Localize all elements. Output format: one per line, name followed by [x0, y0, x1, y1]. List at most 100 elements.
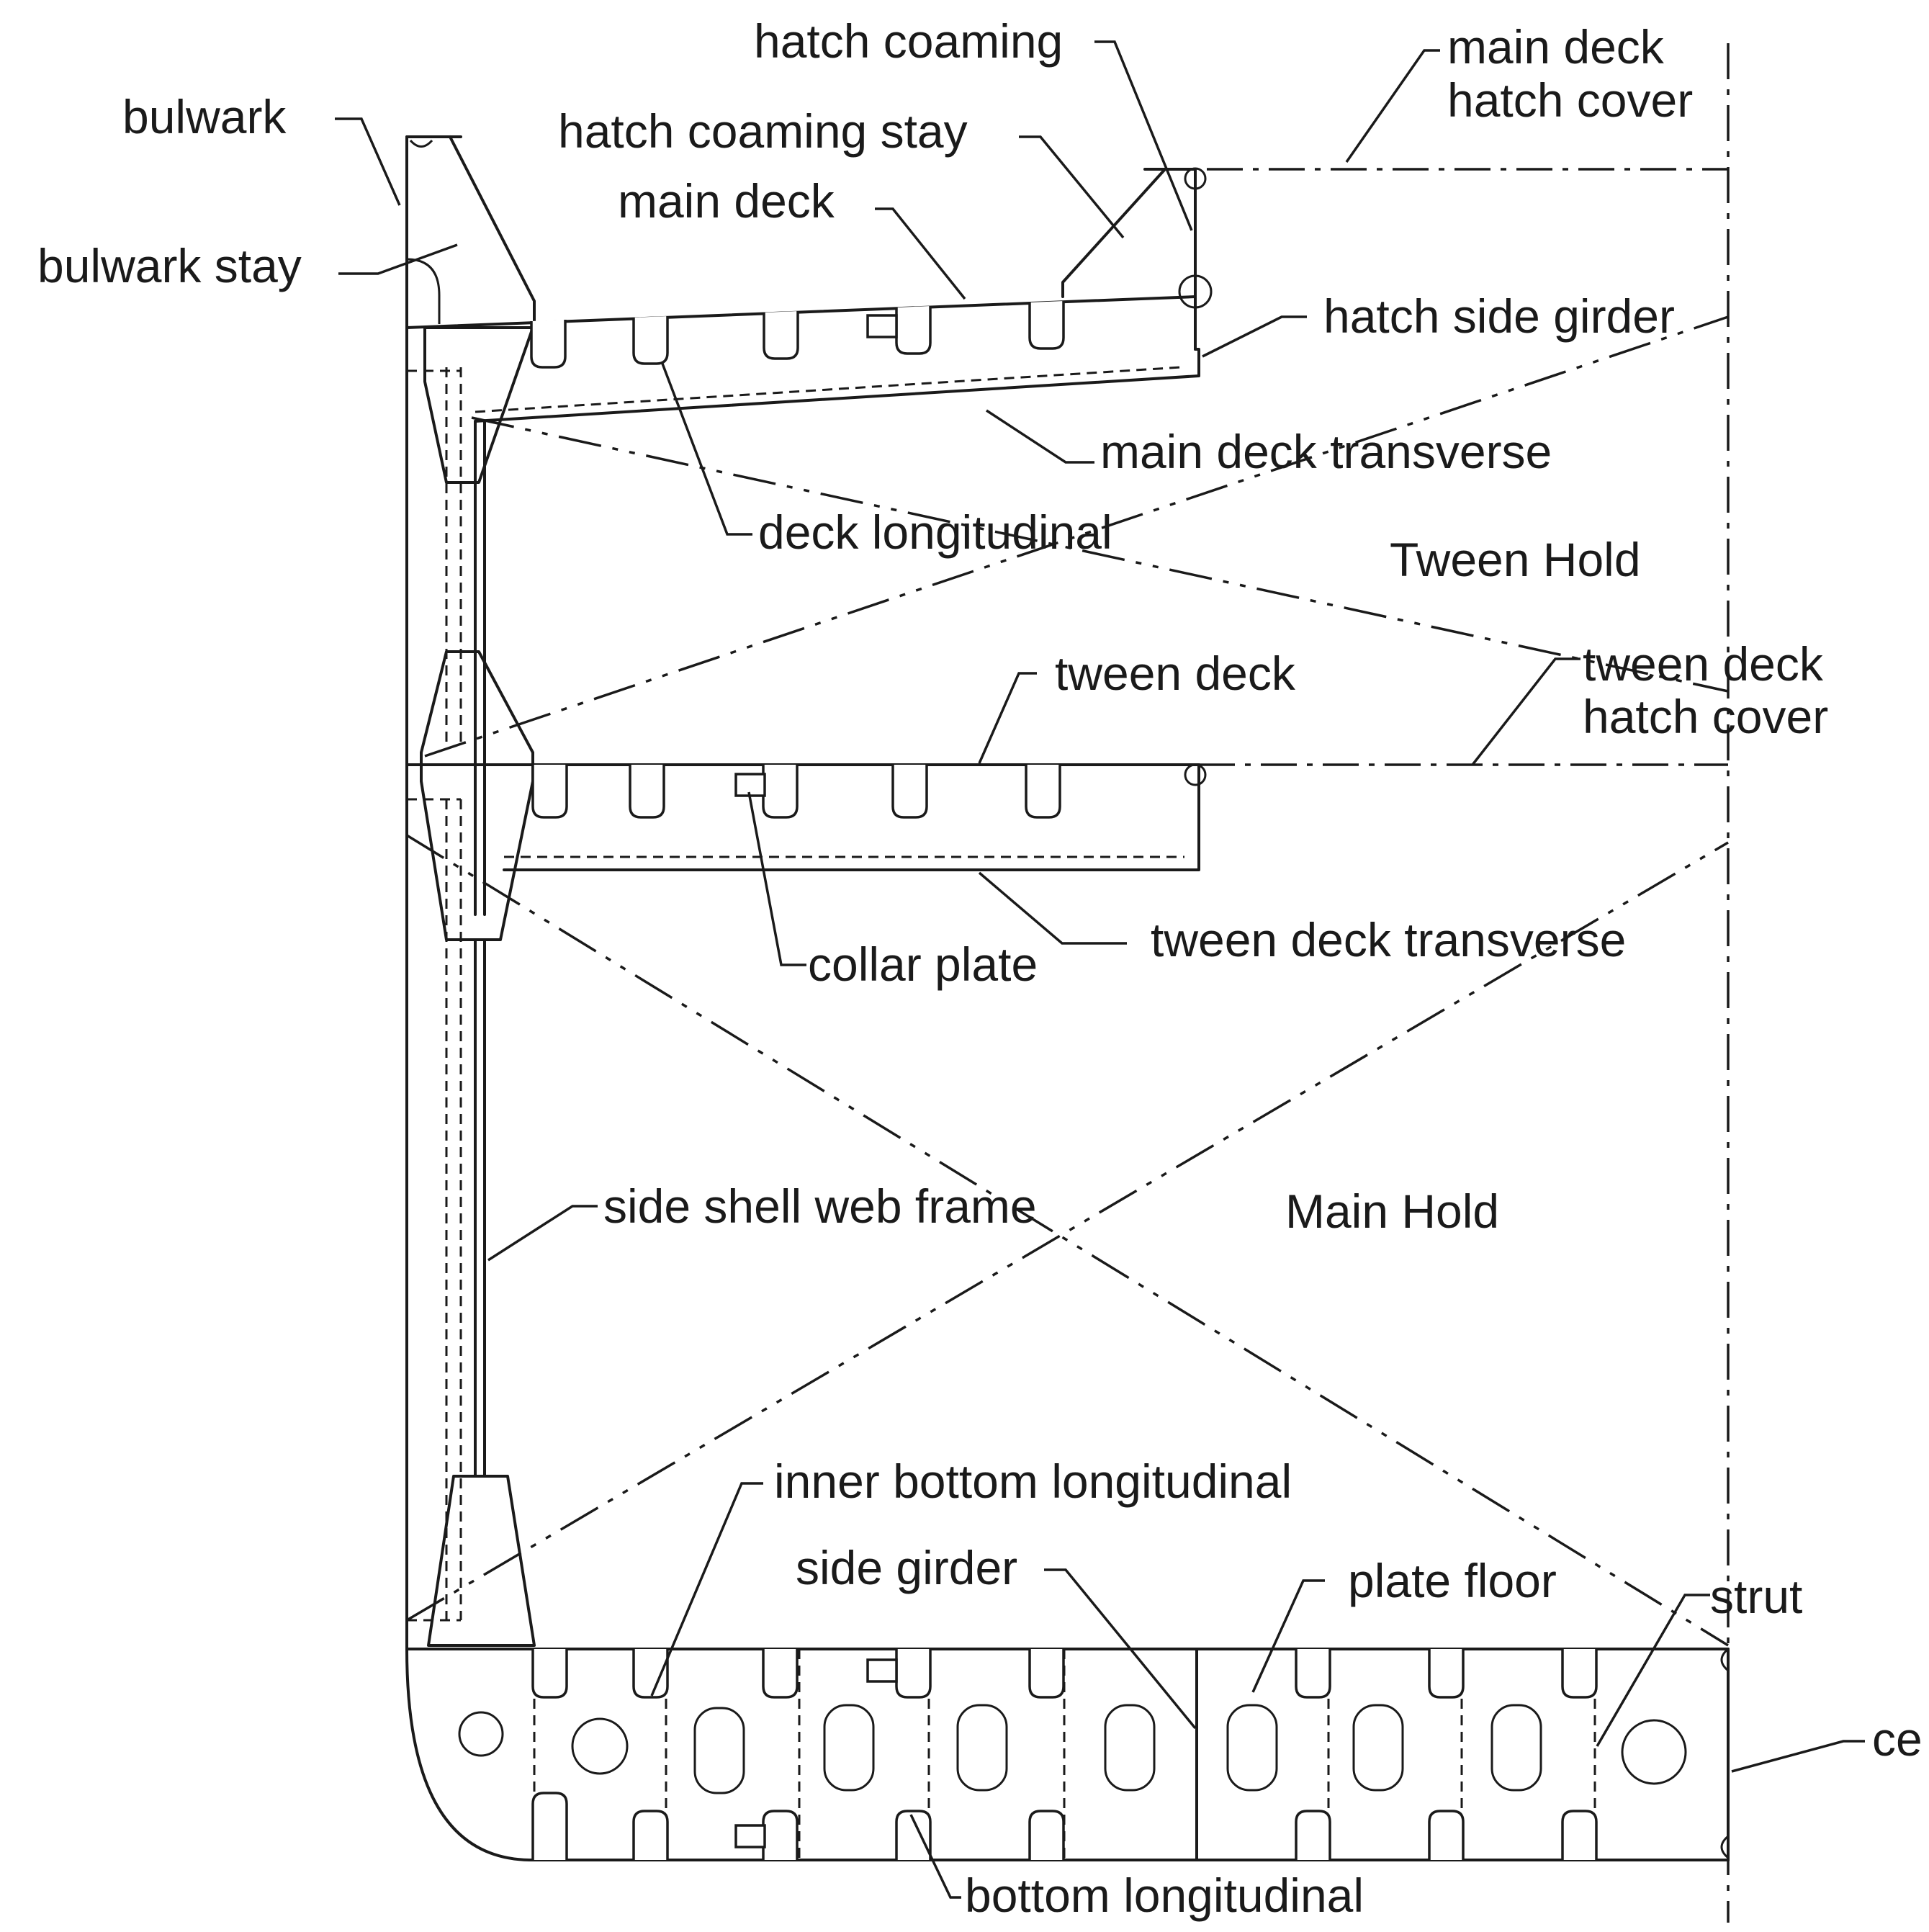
bottom-longitudinal	[1295, 1810, 1331, 1860]
label-side-girder: side girder	[796, 1541, 1017, 1594]
leader-bottom-longitudinal	[909, 1814, 961, 1899]
leader-side-girder	[1044, 1568, 1197, 1730]
bottom-longitudinal	[1561, 1810, 1598, 1860]
leader-hatch-coaming-stay	[1019, 135, 1125, 239]
bottom-longitudinal	[895, 1810, 932, 1860]
label-main-deck-transverse: main deck transverse	[1100, 425, 1552, 478]
bottom-longitudinal	[762, 1810, 799, 1860]
lightening-hole	[1226, 1704, 1278, 1792]
leader-tween-deck	[978, 672, 1037, 764]
label-deck-longitudinal: deck longitudinal	[758, 506, 1112, 559]
tween-deck-longitudinal	[891, 765, 928, 819]
leader-main-deck-transverse	[986, 409, 1094, 464]
leader-main-deck	[875, 207, 966, 300]
inner-bottom-longitudinal	[1295, 1649, 1331, 1699]
leader-strut	[1596, 1594, 1710, 1747]
bottom-longitudinal	[531, 1792, 568, 1860]
tween-upper-bracket	[420, 650, 534, 766]
main-deck-longitudinal	[763, 311, 799, 360]
inner-bottom-longitudinal	[1028, 1649, 1065, 1699]
label-inner-bottom-longitudinal: inner bottom longitudinal	[774, 1455, 1292, 1508]
bulwark-stay-outline	[449, 135, 536, 324]
leader-lines	[335, 40, 1865, 1899]
leader-tween-deck-hatch-cover	[1471, 657, 1580, 766]
tween-deck-longitudinal	[629, 765, 665, 819]
main-deck-transverse-flange	[474, 348, 1200, 423]
label-strut: strut	[1710, 1570, 1802, 1623]
main-deck-collar-plate	[866, 314, 898, 338]
lightening-hole	[1352, 1704, 1404, 1792]
main-deck-longitudinal	[895, 306, 932, 355]
phantom-diagonals	[406, 315, 1729, 1647]
bottom-longitudinal	[1428, 1810, 1465, 1860]
side-shell	[405, 135, 1730, 1861]
hatch-coaming-stay-outline	[1061, 168, 1166, 298]
leader-bulwark-stay	[338, 243, 458, 275]
lightening-hole	[1621, 1719, 1687, 1785]
main-deck-plate	[405, 295, 1197, 329]
label-tween-deck-hatch-cover-2: hatch cover	[1583, 690, 1828, 743]
label-main-deck: main deck	[618, 174, 835, 228]
label-hatch-coaming-stay: hatch coaming stay	[558, 104, 968, 158]
main-deck-longitudinal	[530, 320, 567, 369]
inner-bottom-longitudinal	[762, 1649, 799, 1699]
double-bottom	[458, 1648, 1729, 1860]
lightening-hole	[1490, 1704, 1542, 1792]
label-plate-floor: plate floor	[1348, 1554, 1557, 1607]
labels: hatch coaming main deck hatch cover bulw…	[37, 14, 1923, 1922]
tween-deck-longitudinal	[762, 765, 799, 819]
bulwark-top-scallop	[409, 139, 433, 148]
tween-deck-longitudinal	[531, 765, 568, 819]
leader-main-deck-hatch-cover	[1345, 49, 1440, 163]
bottom-longitudinal	[1028, 1810, 1065, 1860]
lightening-hole	[823, 1704, 875, 1792]
label-main-deck-hatch-cover-1: main deck	[1447, 20, 1665, 73]
label-tween-deck-transverse: tween deck transverse	[1151, 913, 1626, 966]
label-hatch-side-girder: hatch side girder	[1323, 289, 1675, 343]
lightening-hole	[1104, 1704, 1156, 1792]
tween-hold-diagonal-2	[424, 315, 1729, 758]
bottom-collar-plate	[734, 1824, 766, 1848]
leader-collar-plate	[747, 791, 806, 966]
leader-tween-deck-transverse	[978, 871, 1127, 945]
label-main-deck-hatch-cover-2: hatch cover	[1447, 73, 1693, 127]
label-tween-deck-hatch-cover-1: tween deck	[1583, 637, 1824, 691]
lightening-hole	[956, 1704, 1008, 1792]
centre-girder-scallop-top	[1720, 1648, 1729, 1672]
upper-knee-bracket	[423, 326, 534, 484]
leader-inner-bottom-longitudinal	[650, 1482, 763, 1697]
label-bulwark-stay: bulwark stay	[37, 239, 302, 292]
inner-bottom-longitudinal	[1428, 1649, 1465, 1699]
bilge-bracket	[427, 1475, 536, 1647]
main-deck-transverse-inner	[475, 366, 1182, 413]
leader-side-shell-web-frame	[487, 1205, 598, 1262]
label-bottom-longitudinal: bottom longitudinal	[965, 1869, 1364, 1922]
label-main-hold: Main Hold	[1285, 1185, 1499, 1238]
inner-bottom-longitudinal	[895, 1649, 932, 1699]
leader-plate-floor	[1251, 1579, 1325, 1693]
coaming-scallop-mid	[1178, 274, 1213, 309]
bottom-longitudinal	[632, 1810, 669, 1860]
inner-bottom-collar-plate	[866, 1658, 898, 1683]
leader-hatch-side-girder	[1202, 315, 1307, 358]
centre-line-and-covers	[1145, 43, 1730, 1923]
label-tween-deck: tween deck	[1055, 647, 1296, 700]
main-hold-diagonal-2	[406, 841, 1729, 1622]
lightening-hole	[458, 1711, 504, 1757]
inner-bottom-longitudinal	[531, 1649, 568, 1699]
label-bulwark: bulwark	[122, 90, 287, 143]
inner-bottom-longitudinal	[1561, 1649, 1598, 1699]
tween-coaming-scallop	[1184, 763, 1207, 786]
tween-deck-collar-plate	[734, 773, 766, 797]
label-side-shell-web-frame: side shell web frame	[603, 1180, 1037, 1233]
leader-hatch-coaming	[1094, 40, 1193, 231]
main-hold-diagonal-1	[406, 834, 1729, 1647]
lightening-hole	[571, 1717, 629, 1775]
lightening-hole	[693, 1707, 745, 1794]
leader-bulwark	[335, 117, 401, 206]
leader-centre-girder	[1731, 1740, 1865, 1773]
leader-deck-longitudinal	[661, 363, 752, 536]
tween-lower-bracket	[420, 763, 534, 941]
main-deck-longitudinal	[1028, 301, 1065, 350]
